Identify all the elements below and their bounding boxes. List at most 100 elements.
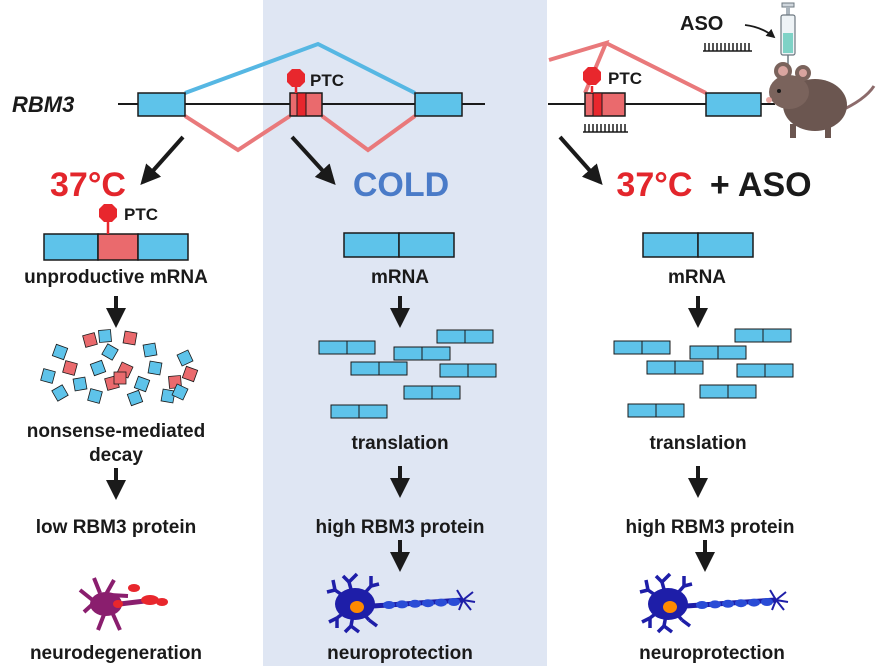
dendrite <box>656 624 666 634</box>
degenerating-neuron-icon <box>78 577 168 631</box>
mrna-fragment <box>51 343 69 361</box>
ptc-label-gene: PTC <box>310 71 344 90</box>
exon-1 <box>137 92 186 117</box>
aso-oligo-bound-icon <box>583 124 628 133</box>
mrna-fragment <box>133 375 151 393</box>
mrna-copy-half <box>330 404 360 419</box>
mouse-icon <box>766 62 876 138</box>
productive-splice-arc <box>184 41 416 95</box>
degraded-mrna-fragments <box>40 329 199 407</box>
axon-terminal <box>775 599 789 603</box>
mrna-fragment <box>181 365 199 383</box>
exon-2-right <box>705 92 762 117</box>
ptc-stop-sign-icon <box>287 69 305 87</box>
axon-terminal <box>775 591 787 601</box>
mrna-copy-half <box>421 346 451 361</box>
mrna-copy-half <box>689 345 719 360</box>
mrna-copy-half <box>674 360 704 375</box>
mrna-icon-middle <box>343 232 455 258</box>
dendrite <box>680 618 692 628</box>
mrna-copy-half <box>762 328 792 343</box>
myelin-segment <box>448 598 460 606</box>
myelin-segment <box>422 599 434 608</box>
right-step2-label: translation <box>649 433 746 454</box>
heading-cold: COLD <box>353 166 449 204</box>
myelin-segment <box>409 599 421 608</box>
arrow-gene-to-37c-aso <box>558 135 603 185</box>
mrna-fragment <box>113 371 127 385</box>
myelin-segment <box>709 600 721 609</box>
left-protein-label: low RBM3 protein <box>36 517 196 538</box>
dendrite <box>326 588 336 594</box>
dendrite <box>644 579 650 591</box>
heading-37c-aso-plus: + ASO <box>710 166 812 204</box>
mrna-fragment <box>176 349 194 367</box>
mrna-copy-half <box>431 385 461 400</box>
left-outcome-label: neurodegeneration <box>30 643 202 664</box>
mrna-copy-half <box>655 403 685 418</box>
aso-oligo-icon <box>703 43 752 52</box>
healthy-neuron-icon-right <box>639 572 789 634</box>
ptc-stop-sign-icon-mrna <box>99 204 117 222</box>
myelin-segment <box>748 598 760 607</box>
poison-exon-right <box>584 92 626 117</box>
translated-mrna-copies-middle <box>318 329 497 419</box>
mrna-copy-half <box>467 363 497 378</box>
dendrite <box>662 624 674 634</box>
axon-terminal <box>462 599 472 611</box>
gene-diagram-aso: PTC <box>548 39 775 133</box>
aso-to-syringe-arrow <box>744 24 776 39</box>
mrna-fragment <box>87 388 103 404</box>
right-outcome-label: neuroprotection <box>639 643 785 664</box>
mrna-copy-half <box>699 384 729 399</box>
heading-37c-aso-temp: 37°C <box>616 166 692 204</box>
dendrite <box>343 624 353 634</box>
healthy-neuron-icon-middle <box>326 572 476 634</box>
heading-37c-aso: 37°C + ASO <box>616 166 811 204</box>
dendrite <box>660 572 672 584</box>
axon-terminal <box>458 599 464 611</box>
mrna-copy-half <box>727 384 757 399</box>
mrna-copy-half <box>350 361 380 376</box>
right-protein-label: high RBM3 protein <box>626 517 795 538</box>
myelin-segment <box>383 601 395 609</box>
mrna-copy-half <box>627 403 657 418</box>
ptc-splice-arc-2 <box>320 114 417 153</box>
mrna-copy-half <box>764 363 794 378</box>
mrna-fragment <box>98 329 112 343</box>
mrna-fragment <box>142 342 158 358</box>
mrna-fragment <box>89 359 107 377</box>
arrow-gene-to-37c <box>140 135 185 185</box>
dendrite <box>367 618 379 628</box>
mrna-copy-half <box>646 360 676 375</box>
mrna-copy-half <box>717 345 747 360</box>
gene-label: RBM3 <box>12 92 74 117</box>
mrna-fragment <box>147 360 163 376</box>
mrna-fragment <box>122 330 138 346</box>
ptc-splice-arc-right-2 <box>605 41 707 95</box>
mrna-copy-half <box>641 340 671 355</box>
ptc-label-mrna: PTC <box>124 205 158 224</box>
nucleus <box>663 601 677 613</box>
mrna-copy-half <box>358 404 388 419</box>
mrna-fragment <box>40 368 56 384</box>
mrna-copy-half <box>464 329 494 344</box>
mrna-fragment <box>171 383 189 401</box>
middle-mrna-label: mRNA <box>371 267 429 288</box>
arrow-gene-to-cold <box>290 135 336 185</box>
axon-terminal <box>769 589 777 601</box>
myelin-segment <box>435 598 447 607</box>
right-mrna-label: mRNA <box>668 267 726 288</box>
mrna-copy-half <box>393 346 423 361</box>
myelin-segment <box>722 599 734 608</box>
unproductive-mrna-icon: PTC <box>43 204 189 261</box>
ptc-splice-arc-1 <box>183 114 292 153</box>
left-step2-line2: decay <box>89 445 143 466</box>
axon-terminal <box>456 589 464 601</box>
axon-terminal <box>771 599 777 611</box>
mrna-copy-half <box>736 363 766 378</box>
mrna-fragment <box>82 332 98 348</box>
nucleus <box>350 601 364 613</box>
gene-diagram-wildtype: PTC <box>118 41 485 153</box>
